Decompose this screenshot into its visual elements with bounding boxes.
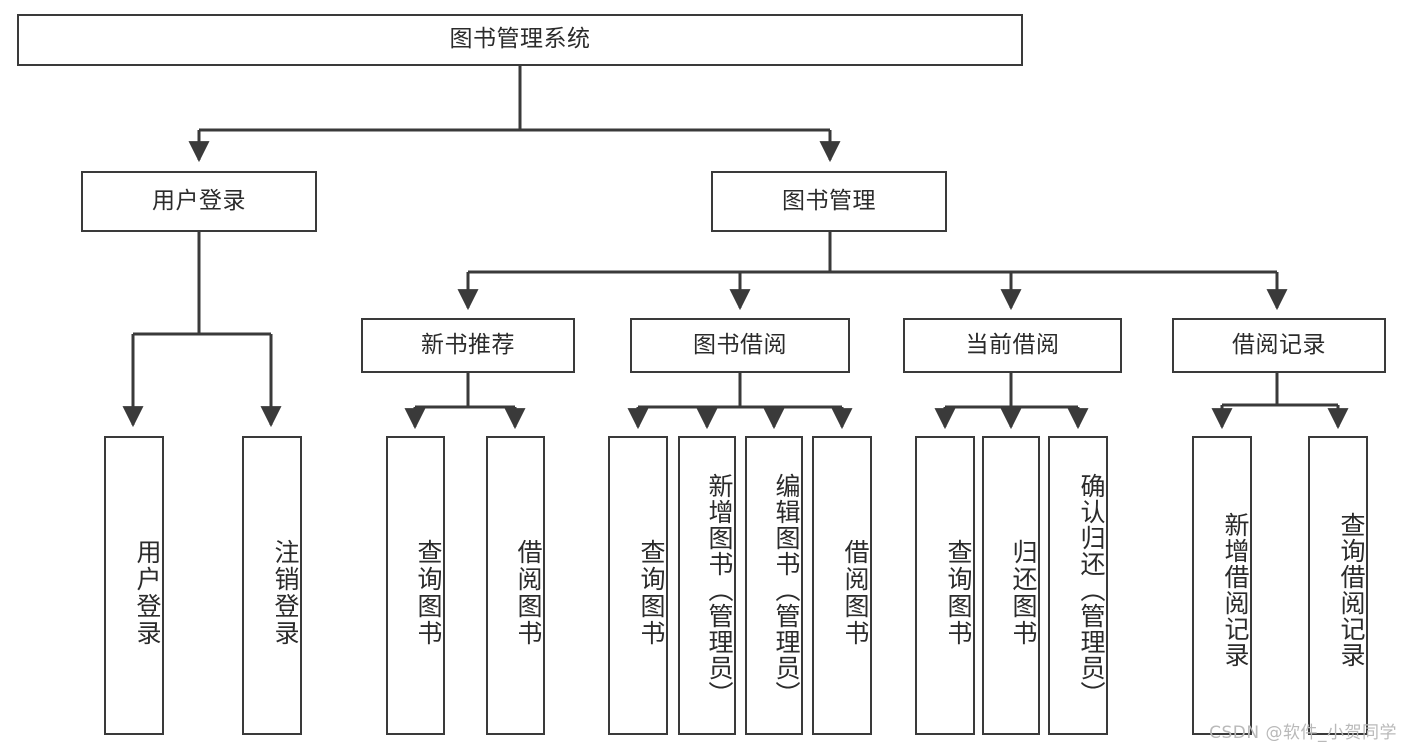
node-label: 当前借阅: [965, 331, 1060, 358]
node-label: 图书借阅: [693, 331, 787, 358]
node-user-login[interactable]: 用户登录: [81, 171, 317, 232]
leaf-query-book-borrow[interactable]: 查询图书: [608, 436, 668, 735]
leaf-borrow-book-recommend[interactable]: 借阅图书: [486, 436, 545, 735]
node-label: 查询图书: [944, 538, 973, 647]
leaf-borrow-book[interactable]: 借阅图书: [812, 436, 872, 735]
node-label: 借阅图书: [841, 538, 870, 647]
node-label: 图书管理: [782, 187, 876, 214]
node-book-borrow[interactable]: 图书借阅: [630, 318, 850, 373]
leaf-add-borrow-record[interactable]: 新增借阅记录: [1192, 436, 1252, 735]
node-label: 借阅图书: [514, 538, 543, 647]
watermark: CSDN @软件_小贺同学: [1209, 723, 1397, 743]
node-borrow-record[interactable]: 借阅记录: [1172, 318, 1386, 373]
node-label: 图书管理系统: [449, 26, 591, 53]
leaf-user-login[interactable]: 用户登录: [104, 436, 164, 735]
node-label: 归还图书: [1009, 538, 1038, 647]
node-label: 确认归还（管理员）: [1077, 472, 1106, 707]
node-label: 用户登录: [133, 538, 162, 647]
node-label: 新增借阅记录: [1221, 511, 1250, 668]
node-new-book-recommend[interactable]: 新书推荐: [361, 318, 575, 373]
leaf-query-book-recommend[interactable]: 查询图书: [386, 436, 445, 735]
leaf-logout-login[interactable]: 注销登录: [242, 436, 302, 735]
node-current-borrow[interactable]: 当前借阅: [903, 318, 1122, 373]
leaf-query-book-current[interactable]: 查询图书: [915, 436, 975, 735]
node-label: 查询借阅记录: [1337, 511, 1366, 668]
node-label: 查询图书: [414, 538, 443, 647]
node-label: 借阅记录: [1232, 331, 1326, 358]
node-label: 注销登录: [271, 538, 300, 647]
node-label: 新书推荐: [421, 331, 515, 358]
leaf-edit-book-admin[interactable]: 编辑图书（管理员）: [745, 436, 803, 735]
node-label: 编辑图书（管理员）: [772, 472, 801, 707]
node-book-management[interactable]: 图书管理: [711, 171, 947, 232]
node-root-book-management-system[interactable]: 图书管理系统: [17, 14, 1023, 66]
leaf-return-book[interactable]: 归还图书: [982, 436, 1040, 735]
leaf-confirm-return-admin[interactable]: 确认归还（管理员）: [1048, 436, 1108, 735]
leaf-query-borrow-record[interactable]: 查询借阅记录: [1308, 436, 1368, 735]
node-label: 新增图书（管理员）: [705, 472, 734, 707]
leaf-add-book-admin[interactable]: 新增图书（管理员）: [678, 436, 736, 735]
node-label: 用户登录: [152, 187, 246, 214]
node-label: 查询图书: [637, 538, 666, 647]
